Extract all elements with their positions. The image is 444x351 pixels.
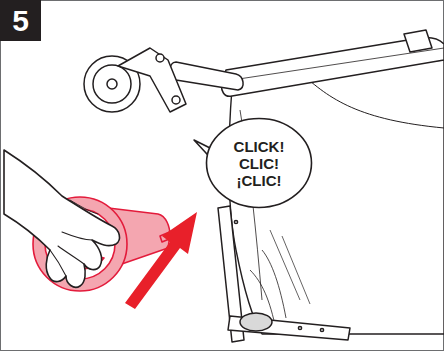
caster-rim	[93, 65, 131, 103]
click-bubble: CLICK!CLIC!¡CLIC!	[205, 117, 313, 209]
sound-word: ¡CLIC!	[237, 172, 282, 189]
finger-line	[62, 232, 92, 240]
fabric-fold	[270, 230, 310, 304]
badge-square	[0, 0, 41, 41]
step-number: 5	[12, 5, 29, 37]
finger-line	[50, 250, 66, 276]
caster-hub	[107, 79, 117, 89]
hinge-bracket	[118, 48, 186, 112]
step-number-badge: 5	[0, 0, 41, 41]
corner-hinge	[404, 30, 432, 52]
finger-line	[58, 246, 84, 264]
push-arrow	[125, 212, 197, 309]
rail-edge	[232, 48, 444, 80]
tube-rivet	[320, 328, 323, 331]
hand-outline	[4, 150, 119, 287]
hinge-rivet	[172, 96, 180, 104]
top-caster	[84, 48, 186, 112]
hinge-rivet	[156, 54, 164, 62]
sound-word: CLIC!	[239, 155, 279, 172]
hand	[4, 150, 119, 287]
base-foot	[240, 313, 272, 331]
sound-word: CLICK!	[234, 138, 285, 155]
top-rail	[170, 30, 444, 96]
tube-rivet	[298, 326, 301, 329]
tube-rivet	[234, 220, 237, 223]
bubble-ellipse	[207, 119, 312, 208]
knuckle-line	[70, 200, 98, 214]
armrest-tube	[170, 62, 243, 90]
frame-legs	[218, 206, 350, 342]
